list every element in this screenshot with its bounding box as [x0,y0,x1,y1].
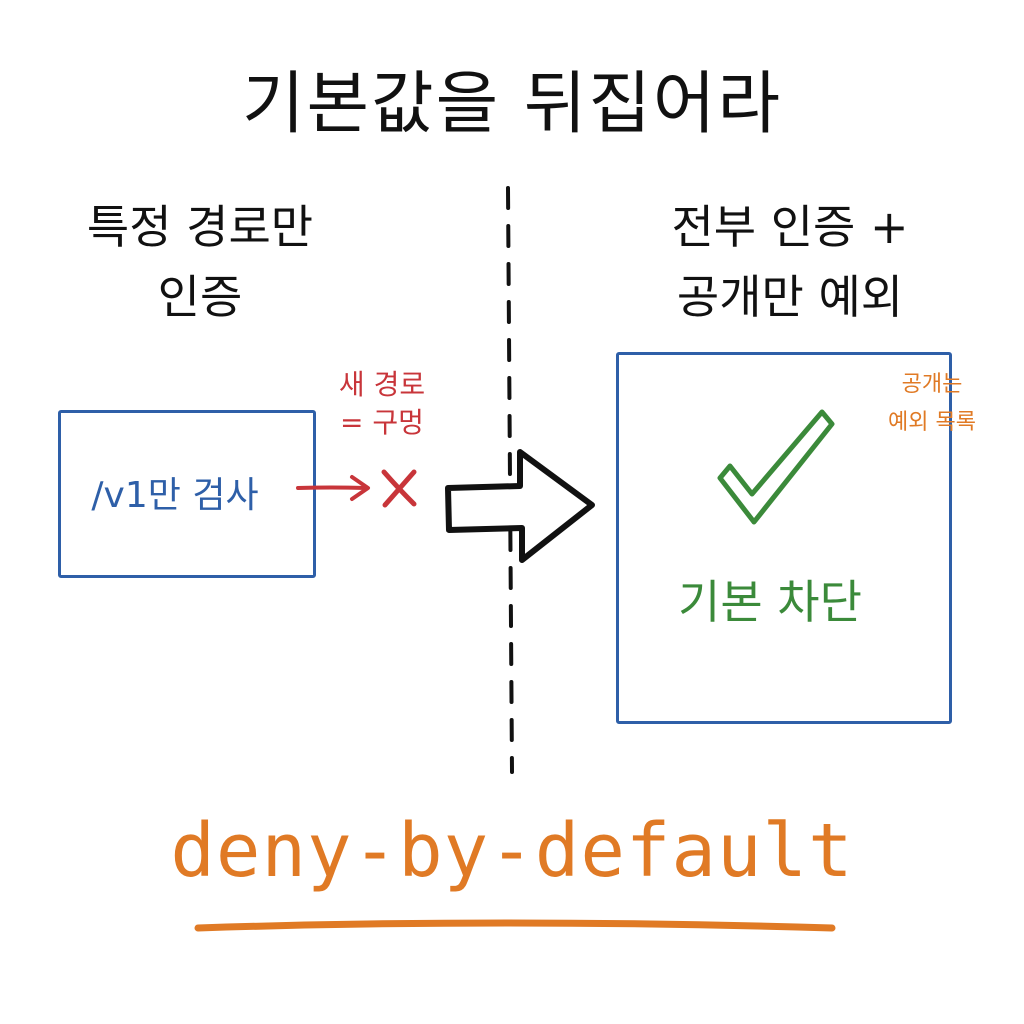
left-heading-line2: 인증 [157,270,243,324]
right-box [616,352,952,724]
right-heading-line2: 공개만 예외 [676,270,904,324]
check-icon [717,409,835,525]
cross-icon [381,469,417,508]
right-heading-line1: 전부 인증 + [671,200,909,254]
hole-note-line1: 새 경로 [338,368,426,401]
divider-line [506,186,514,774]
right-heading: 전부 인증 + 공개만 예외 [610,192,970,332]
right-box-text: 기본 차단 [678,575,862,629]
right-arrow-icon [445,449,595,563]
hole-note-line2: = 구멍 [340,406,424,439]
left-heading-line1: 특정 경로만 [86,200,314,254]
hole-note: 새 경로 = 구멍 [318,366,446,442]
left-heading: 특정 경로만 인증 [40,192,360,332]
left-box [58,410,316,578]
exception-note-line2: 예외 목록 [888,410,976,435]
left-box-text: /v1만 검사 [91,475,259,516]
exception-note-line1: 공개는 [901,372,963,397]
footer-text: deny-by-default [170,808,854,894]
diagram-title: 기본값을 뒤집어라 [241,65,783,144]
red-arrow-icon [296,475,370,501]
footer-underline [194,919,836,932]
exception-note: 공개는 예외 목록 [862,366,1002,442]
